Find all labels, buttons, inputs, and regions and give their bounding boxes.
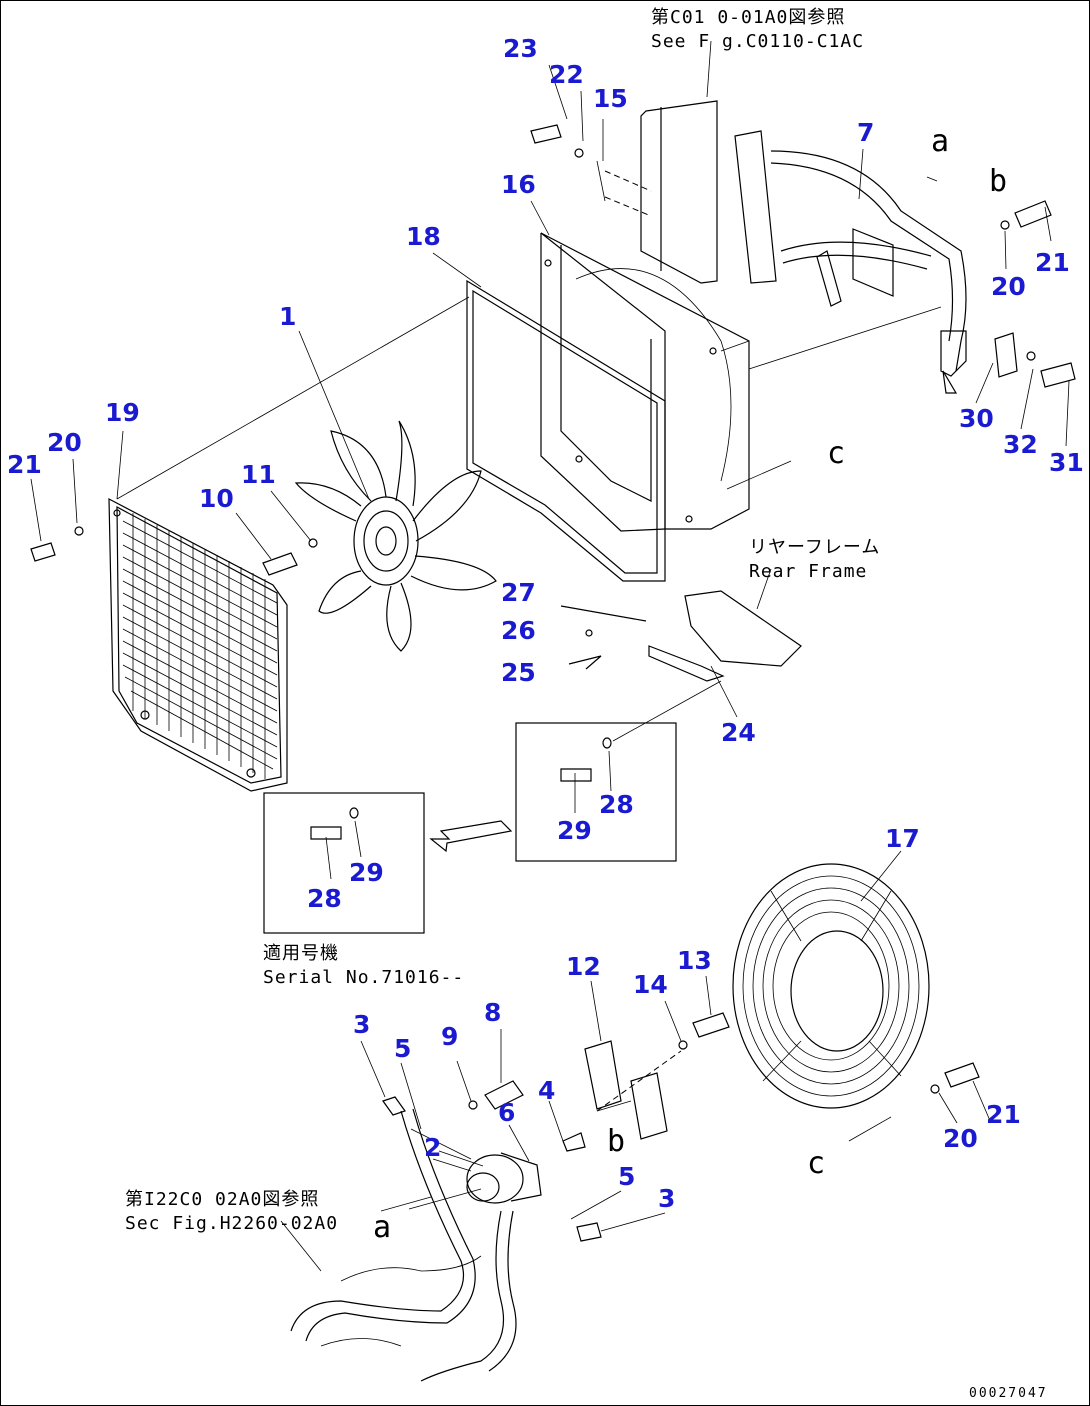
- callout-15: 15: [593, 84, 628, 113]
- callout-16: 16: [501, 170, 536, 199]
- callout-28-serial: 28: [307, 884, 342, 913]
- callout-2: 2: [424, 1133, 441, 1162]
- fan-part-1: [294, 420, 497, 652]
- callout-25: 25: [501, 658, 536, 687]
- callout-26: 26: [501, 616, 536, 645]
- callout-30: 30: [959, 404, 994, 433]
- detail-box-serial: [263, 792, 513, 934]
- callout-21-left: 21: [7, 450, 42, 479]
- callout-3-upper: 3: [353, 1010, 370, 1039]
- seal-part-18: [466, 279, 666, 582]
- callout-29-box: 29: [557, 816, 592, 845]
- callout-19: 19: [105, 398, 140, 427]
- reference-notes: 第C01 0-01A0図参照 See F g.C0110-C1AC リヤーフレー…: [125, 7, 880, 1234]
- rear-frame-guard: [560, 590, 802, 742]
- letter-b-top: b: [989, 164, 1007, 199]
- hardware-fasteners: [30, 124, 1076, 1110]
- detail-box-current: [515, 722, 677, 862]
- callout-28-box: 28: [599, 790, 634, 819]
- callout-29-serial: 29: [349, 858, 384, 887]
- letter-c-mid: c: [827, 436, 845, 471]
- callout-numbers: 23 22 15 16 18 7 21 20 1 19 20 21 11 10 …: [7, 34, 1084, 1213]
- callout-4: 4: [538, 1076, 555, 1105]
- callout-7: 7: [857, 118, 874, 147]
- letter-a-low: a: [373, 1210, 391, 1245]
- note-serial-jp: 適用号機: [263, 943, 339, 964]
- grille-part-19: [108, 497, 288, 792]
- note-serial-en: Serial No.71016--: [263, 967, 464, 988]
- shroud-part-16: [540, 232, 750, 532]
- callout-12: 12: [566, 952, 601, 981]
- callout-18: 18: [406, 222, 441, 251]
- callout-23: 23: [503, 34, 538, 63]
- callout-24: 24: [721, 718, 756, 747]
- callout-20-lower: 20: [943, 1124, 978, 1153]
- fan-guard-part-17: [732, 863, 930, 1109]
- leader-lines: [30, 40, 1070, 1272]
- callout-8: 8: [484, 998, 501, 1027]
- callout-20-left: 20: [47, 428, 82, 457]
- callout-9: 9: [441, 1022, 458, 1051]
- reference-lines: [116, 296, 942, 1210]
- note-rear-frame-jp: リヤーフレーム: [749, 537, 880, 558]
- callout-13: 13: [677, 946, 712, 975]
- letter-a-top: a: [931, 124, 949, 159]
- letter-c-low: c: [807, 1146, 825, 1181]
- callout-6: 6: [498, 1098, 515, 1127]
- note-top-ref-jp: 第C01 0-01A0図参照: [651, 7, 845, 28]
- callout-5-lower: 5: [618, 1162, 635, 1191]
- connection-letters: a b c b c a: [373, 124, 1007, 1245]
- note-bottom-ref-en: Sec Fig.H2260-02A0: [125, 1213, 338, 1234]
- callout-27: 27: [501, 578, 536, 607]
- fan-motor-part-2: [382, 1080, 602, 1242]
- bracket-assembly-top: [596, 100, 777, 284]
- callout-14: 14: [633, 970, 668, 999]
- callout-21-top: 21: [1035, 248, 1070, 277]
- callout-3-lower: 3: [658, 1184, 675, 1213]
- callout-10: 10: [199, 484, 234, 513]
- note-rear-frame-en: Rear Frame: [749, 561, 867, 582]
- callout-32: 32: [1003, 430, 1038, 459]
- callout-11: 11: [241, 460, 276, 489]
- catalog-number: 00027047: [969, 1386, 1048, 1401]
- note-top-ref-en: See F g.C0110-C1AC: [651, 31, 864, 52]
- note-bottom-ref-jp: 第I22C0 02A0図参照: [125, 1189, 319, 1210]
- callout-21-lower: 21: [986, 1100, 1021, 1129]
- letter-b-low: b: [607, 1124, 625, 1159]
- hydraulic-hoses-lower: [290, 1108, 517, 1382]
- bracket-part-12: [584, 1040, 682, 1140]
- hose-part-7: [770, 150, 967, 394]
- callout-17: 17: [885, 824, 920, 853]
- callout-5-upper: 5: [394, 1034, 411, 1063]
- callout-31: 31: [1049, 448, 1084, 477]
- callout-20-top: 20: [991, 272, 1026, 301]
- callout-22: 22: [549, 60, 584, 89]
- callout-1: 1: [279, 302, 296, 331]
